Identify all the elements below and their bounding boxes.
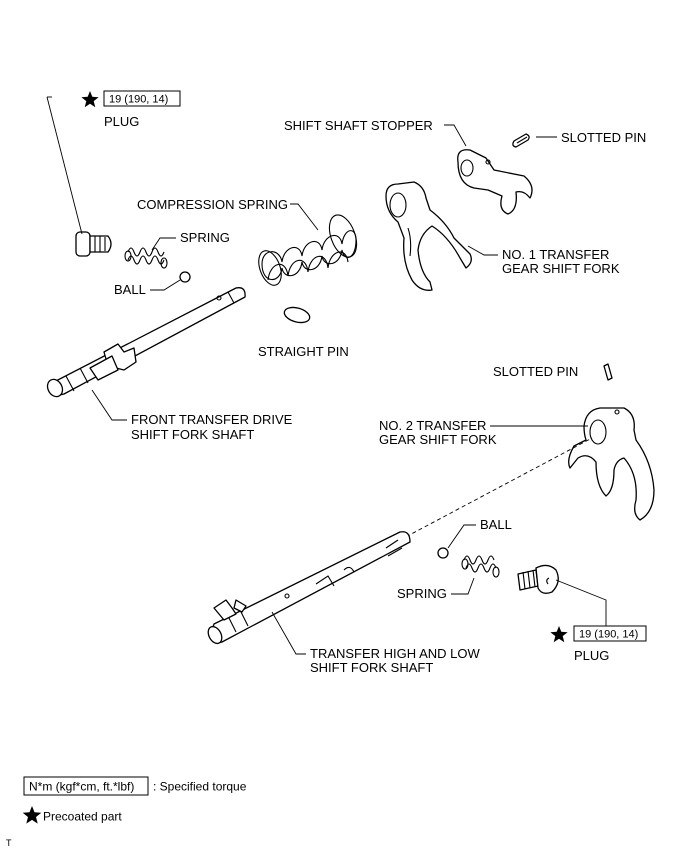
spring-top-part bbox=[124, 247, 168, 269]
label-high-low-1: TRANSFER HIGH AND LOW bbox=[310, 646, 480, 661]
ball-bottom-part bbox=[437, 547, 449, 559]
leader-ball-top bbox=[150, 279, 181, 291]
label-plug-top: PLUG bbox=[104, 114, 139, 129]
front-shaft-part bbox=[46, 287, 246, 398]
plug-bottom-part bbox=[517, 564, 559, 594]
torque-value-top: 19 (190, 14) bbox=[109, 94, 168, 106]
label-front-shaft-2: SHIFT FORK SHAFT bbox=[131, 427, 254, 442]
spring-bottom-part bbox=[461, 555, 500, 578]
no2-fork-part bbox=[568, 407, 655, 521]
star-icon bbox=[550, 626, 568, 643]
leader-spring-top bbox=[151, 237, 176, 251]
compression-spring-part bbox=[258, 214, 358, 286]
label-fork1-1: NO. 1 TRANSFER bbox=[502, 247, 609, 262]
star-icon bbox=[81, 91, 99, 108]
ball-top-part bbox=[179, 271, 191, 283]
no1-fork-part bbox=[385, 181, 472, 291]
high-low-shaft-part bbox=[207, 531, 411, 645]
label-straight-pin: STRAIGHT PIN bbox=[258, 344, 349, 359]
legend-precoated-desc: Precoated part bbox=[43, 810, 122, 824]
slotted-pin-mid-part bbox=[603, 363, 613, 381]
straight-pin-part bbox=[283, 306, 311, 324]
shift-shaft-stopper-part bbox=[457, 149, 533, 215]
label-fork2-1: NO. 2 TRANSFER bbox=[379, 418, 486, 433]
label-shift-shaft-stopper: SHIFT SHAFT STOPPER bbox=[284, 118, 433, 133]
alignment-line bbox=[399, 437, 593, 541]
torque-box-bottom bbox=[573, 625, 647, 642]
leader-high-low bbox=[271, 611, 306, 655]
legend-torque-unit: N*m (kgf*cm, ft.*lbf) bbox=[29, 780, 134, 794]
leader-ball-bottom bbox=[447, 524, 476, 549]
label-plug-bottom: PLUG bbox=[574, 648, 609, 663]
legend-torque-desc: : Specified torque bbox=[153, 780, 247, 794]
label-fork1-2: GEAR SHIFT FORK bbox=[502, 261, 620, 276]
leader-shift-shaft-stopper bbox=[444, 124, 467, 147]
corner-mark: T bbox=[6, 838, 12, 848]
torque-box-top bbox=[103, 90, 181, 107]
label-slotted-pin-mid: SLOTTED PIN bbox=[493, 364, 578, 379]
label-spring-top: SPRING bbox=[180, 230, 230, 245]
label-high-low-2: SHIFT FORK SHAFT bbox=[310, 660, 433, 675]
torque-value-bottom: 19 (190, 14) bbox=[579, 629, 638, 641]
leader-plug-top bbox=[46, 96, 83, 235]
leader-compression-spring bbox=[290, 203, 319, 231]
star-icon bbox=[22, 806, 42, 824]
leader-spring-bottom bbox=[451, 577, 475, 595]
label-spring-bottom: SPRING bbox=[397, 586, 447, 601]
slotted-pin-top-part bbox=[512, 133, 530, 148]
label-ball-bottom: BALL bbox=[480, 517, 512, 532]
leader-fork1 bbox=[467, 245, 498, 256]
legend-torque-box bbox=[23, 776, 149, 796]
label-front-shaft-1: FRONT TRANSFER DRIVE bbox=[131, 412, 293, 427]
label-fork2-2: GEAR SHIFT FORK bbox=[379, 432, 497, 447]
leader-front-shaft bbox=[91, 389, 127, 421]
label-compression-spring: COMPRESSION SPRING bbox=[137, 197, 288, 212]
plug-top-part bbox=[75, 231, 112, 257]
label-ball-top: BALL bbox=[114, 282, 146, 297]
label-slotted-pin-top: SLOTTED PIN bbox=[561, 130, 646, 145]
